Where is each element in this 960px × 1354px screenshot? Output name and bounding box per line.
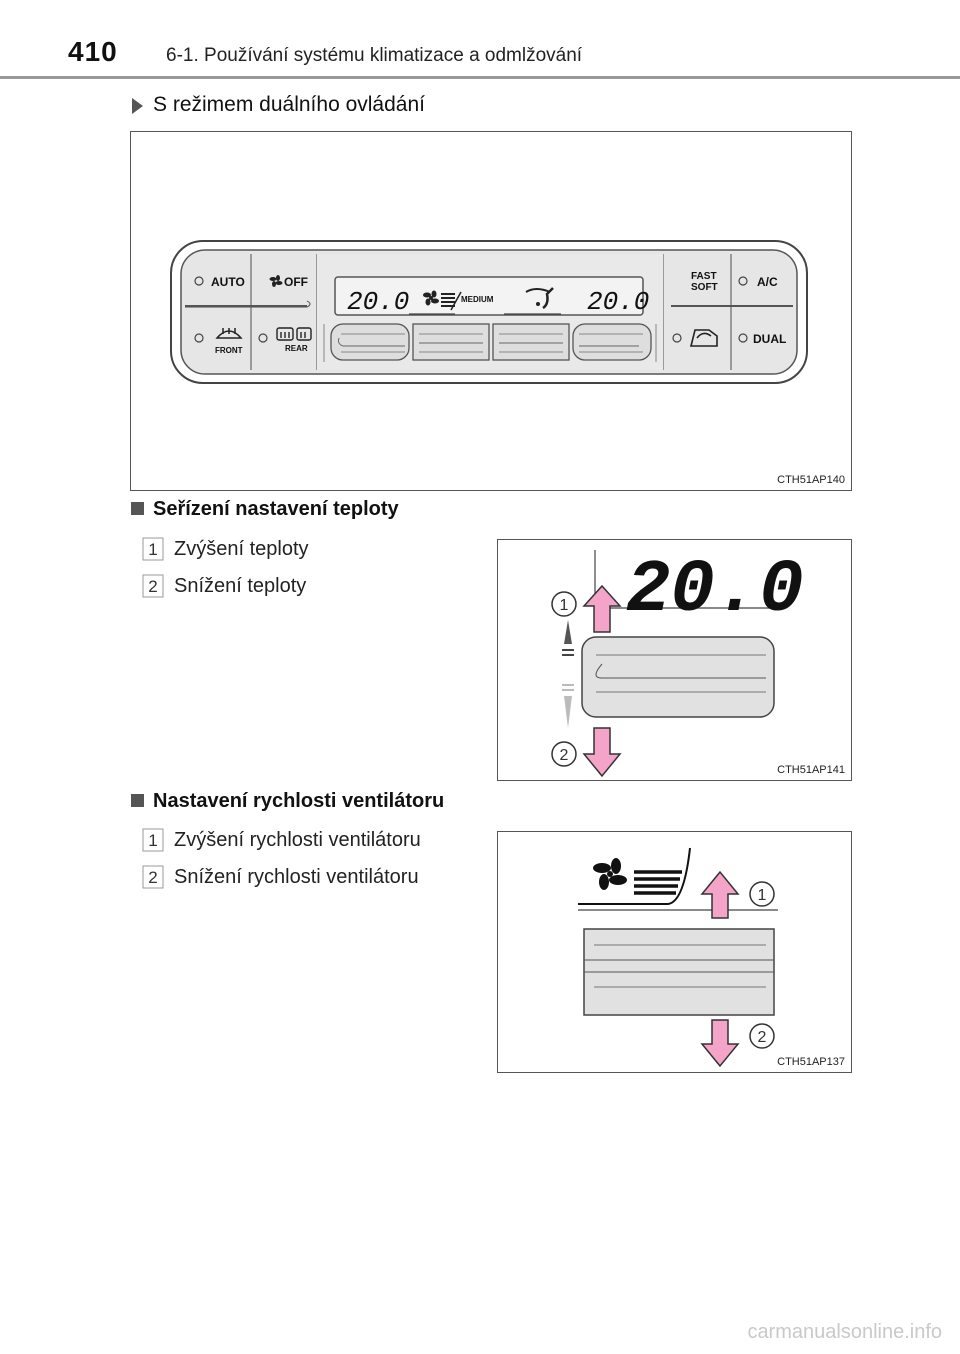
item-text: Snížení teploty [174, 575, 307, 597]
fan-mode-label: MEDIUM [461, 295, 494, 304]
number-badge-icon: 1 [142, 828, 164, 852]
fan-icon [423, 290, 439, 306]
temp-adjust-drawing: 20.0 1 2 [551, 549, 804, 778]
fan-speed-bars [634, 870, 682, 895]
right-temp-readout: 20.0 [587, 287, 649, 317]
svg-text:1: 1 [148, 540, 157, 559]
fast-button-label: FAST [691, 271, 717, 282]
front-defrost-icon [215, 328, 243, 339]
subheading-text: S režimem duálního ovládání [153, 93, 425, 116]
fan-speed-bars [441, 291, 462, 311]
section-temp-title: Seřízení nastavení teploty [153, 498, 399, 520]
svg-text:1: 1 [148, 831, 157, 850]
front-button-label: FRONT [215, 346, 243, 355]
left-temp-readout: 20.0 [347, 287, 409, 317]
soft-button-label: SOFT [691, 282, 718, 293]
rear-defrost-icon [276, 327, 312, 341]
fan-adjust-drawing: 1 2 [578, 847, 778, 1068]
recirculation-icon [689, 329, 718, 347]
auto-button-label: AUTO [211, 275, 245, 289]
fan-off-icon [269, 275, 283, 287]
temp-readout: 20.0 [626, 549, 804, 633]
fan-slider-left [412, 323, 490, 361]
square-bullet-icon [131, 502, 144, 515]
decrease-arrow [582, 727, 622, 778]
temp-slider-right [572, 323, 652, 361]
figure-code: CTH51AP137 [777, 1056, 845, 1068]
decrease-arrow [700, 1019, 740, 1068]
callout-1: 1 [560, 597, 569, 614]
ac-button-label: A/C [757, 275, 778, 289]
number-badge-icon: 2 [142, 865, 164, 889]
chapter-title: 6-1. Používání systému klimatizace a odm… [166, 45, 583, 66]
mode-slider [492, 323, 570, 361]
increase-arrow [700, 870, 740, 919]
header-rule [0, 76, 960, 79]
increase-arrow [582, 584, 622, 633]
off-button-label: OFF [284, 275, 308, 289]
item-text: Zvýšení rychlosti ventilátoru [174, 829, 421, 851]
svg-text:2: 2 [148, 577, 157, 596]
fan-adjust-figure: 1 2 CTH51AP137 [497, 831, 852, 1073]
page-header: 410 6-1. Používání systému klimatizace a… [0, 0, 960, 80]
fan-icon [593, 858, 627, 890]
callout-1: 1 [758, 887, 767, 904]
square-bullet-icon [131, 794, 144, 807]
temp-slider-left [330, 323, 410, 361]
control-panel-drawing: AUTO OFF FRONT REAR FAST SOFT A/C DUAL 2… [170, 240, 808, 384]
item-text: Zvýšení teploty [174, 538, 309, 560]
watermark: carmanualsonline.info [747, 1321, 942, 1343]
control-panel-figure: AUTO OFF FRONT REAR FAST SOFT A/C DUAL 2… [130, 131, 852, 491]
triangle-bullet-icon [132, 98, 143, 114]
callout-2: 2 [758, 1029, 767, 1046]
temp-adjust-figure: 20.0 1 2 CTH51AP141 [497, 539, 852, 781]
figure-code: CTH51AP140 [777, 474, 845, 486]
figure-code: CTH51AP141 [777, 764, 845, 776]
number-badge-icon: 1 [142, 537, 164, 561]
svg-text:2: 2 [148, 868, 157, 887]
callout-2: 2 [560, 747, 569, 764]
number-badge-icon: 2 [142, 574, 164, 598]
rear-button-label: REAR [285, 344, 308, 353]
section-fan-title: Nastavení rychlosti ventilátoru [153, 790, 445, 812]
item-text: Snížení rychlosti ventilátoru [174, 866, 419, 888]
page-number: 410 [68, 36, 118, 67]
dual-button-label: DUAL [753, 332, 786, 346]
airflow-mode-icon [525, 287, 554, 310]
